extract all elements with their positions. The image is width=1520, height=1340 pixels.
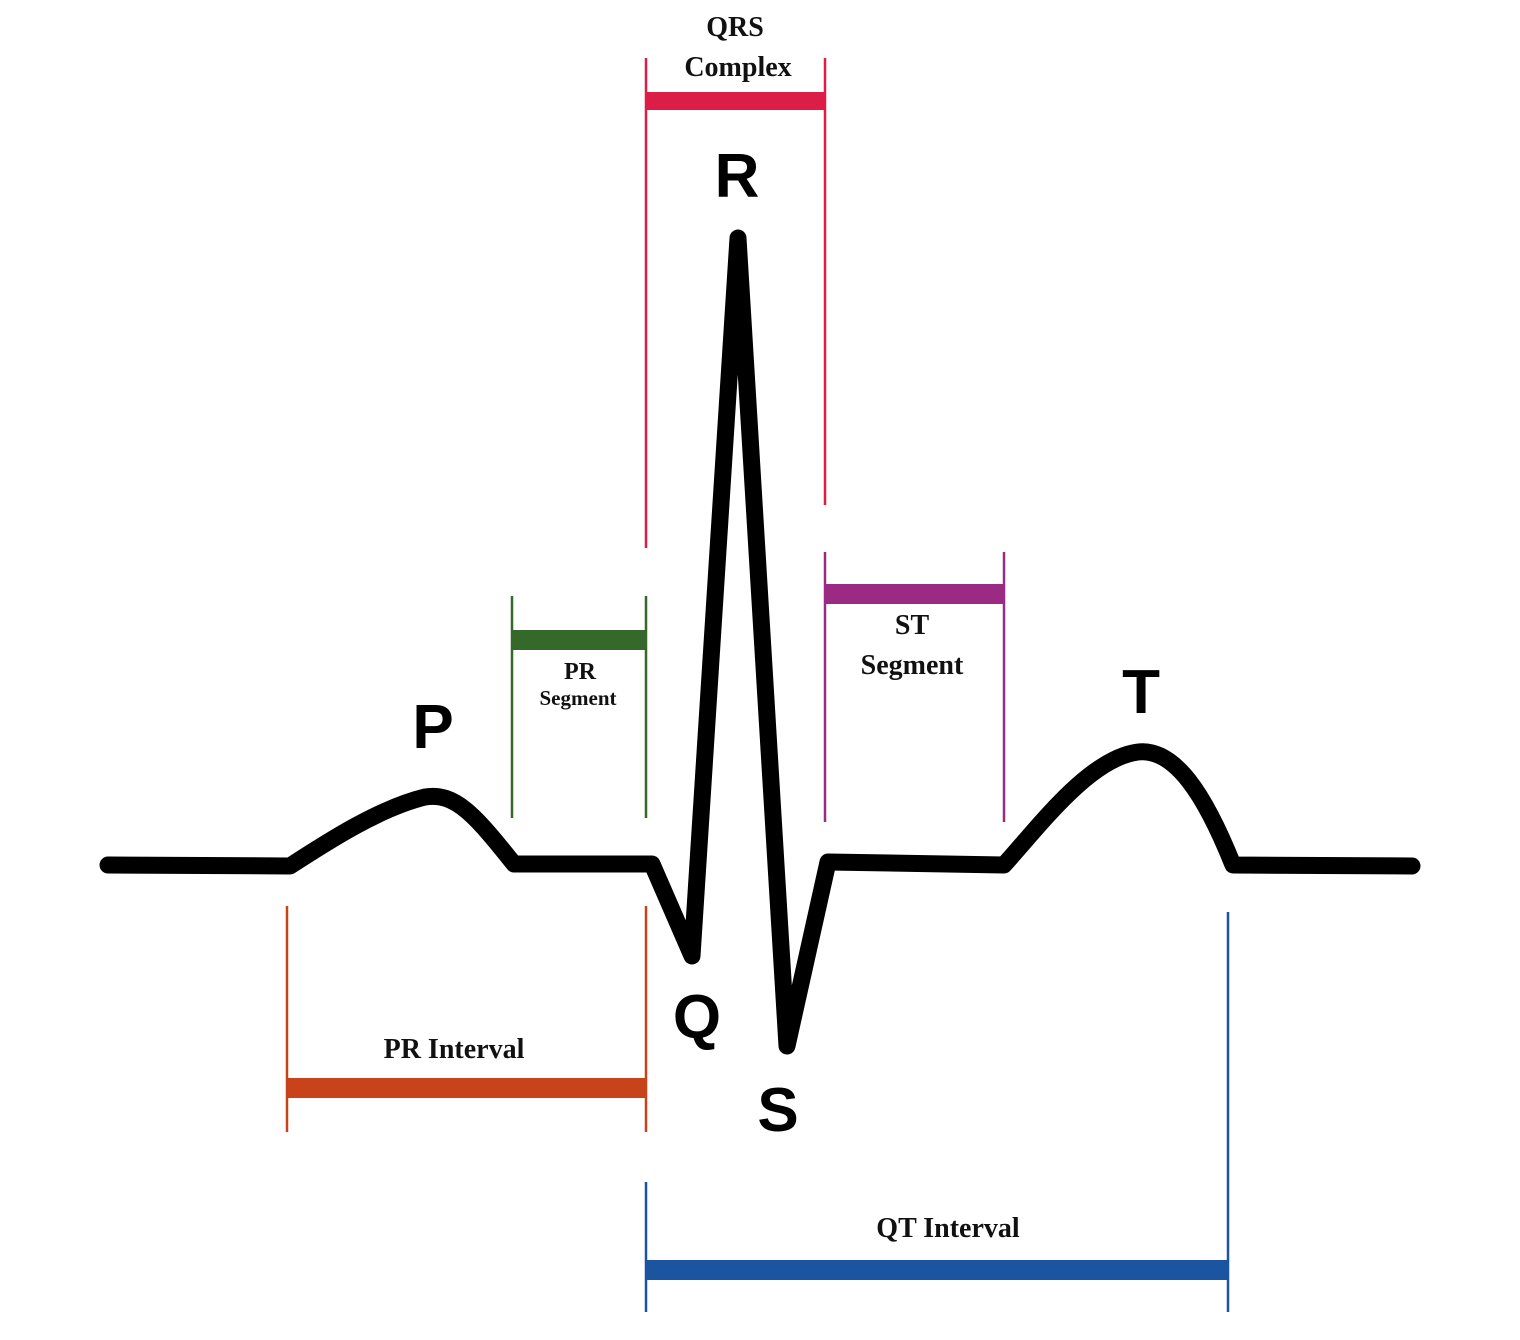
pr-interval-label: PR Interval	[384, 1034, 525, 1065]
t-wave-label: T	[1122, 658, 1160, 727]
pr-segment-label-line2: Segment	[540, 686, 617, 710]
qrs-complex-bracket: QRS Complex	[644, 12, 827, 548]
st-segment-bracket: ST Segment	[823, 552, 1006, 822]
pr-segment-label-line1: PR	[564, 659, 597, 685]
pr-segment-bracket: PR Segment	[510, 596, 648, 818]
pr-interval-bracket: PR Interval	[285, 906, 648, 1132]
qrs-complex-label-line1: QRS	[706, 12, 764, 43]
qt-interval-label: QT Interval	[876, 1213, 1020, 1244]
p-wave-label: P	[412, 693, 453, 762]
st-segment-label-line2: Segment	[861, 650, 964, 681]
st-segment-label-line1: ST	[895, 610, 930, 641]
qt-interval-bracket: QT Interval	[644, 912, 1230, 1312]
q-wave-label: Q	[673, 983, 721, 1052]
qrs-complex-label-line2: Complex	[684, 52, 791, 83]
ecg-waveform	[99, 229, 1421, 1055]
r-wave-label: R	[715, 142, 760, 211]
s-wave-label: S	[757, 1076, 798, 1145]
